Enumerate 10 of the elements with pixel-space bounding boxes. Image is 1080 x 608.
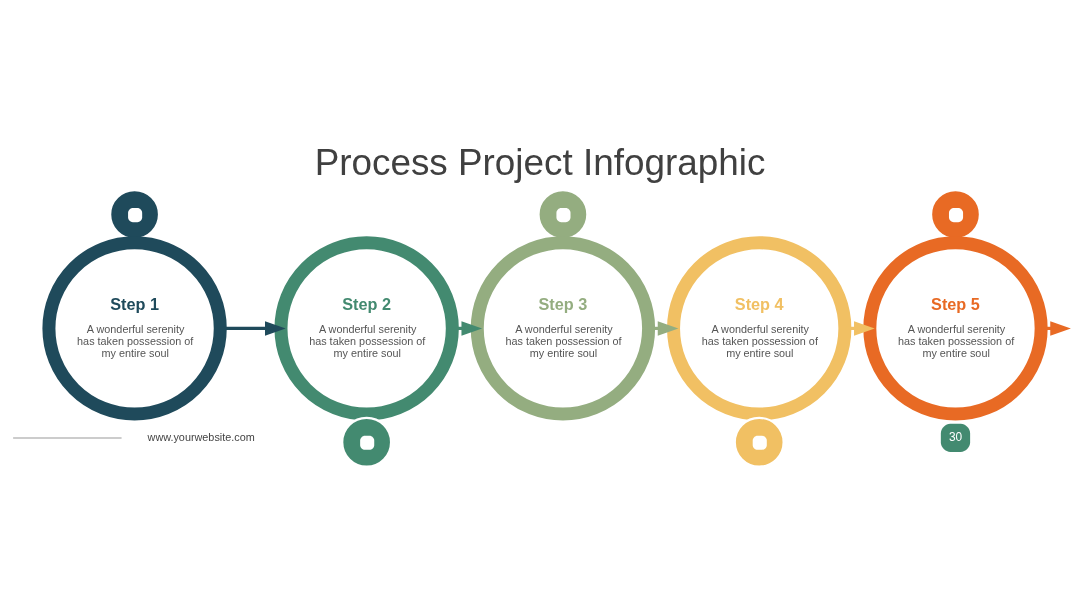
node-picture: [341, 416, 393, 468]
node-circle: Step 4 A wonderful serenity has taken possession of my entire soul: [667, 236, 852, 421]
node-circle: Step 1 A wonderful serenity has taken possession of my entire soul: [42, 236, 227, 421]
node-circle: Step 3 A wonderful serenity has taken possession of my entire soul: [470, 236, 656, 421]
node-circle: Step 2 A wonderful serenity has taken possession of my entire soul: [274, 236, 459, 421]
node-picture: [733, 416, 785, 468]
label: 30: [948, 429, 963, 444]
node-circle: Step 5 A wonderful serenity has taken possession of my entire soul: [863, 236, 1048, 421]
diagram-title: Process Project Infographic: [314, 142, 766, 184]
label: www.yourwebsite.com: [147, 430, 255, 443]
